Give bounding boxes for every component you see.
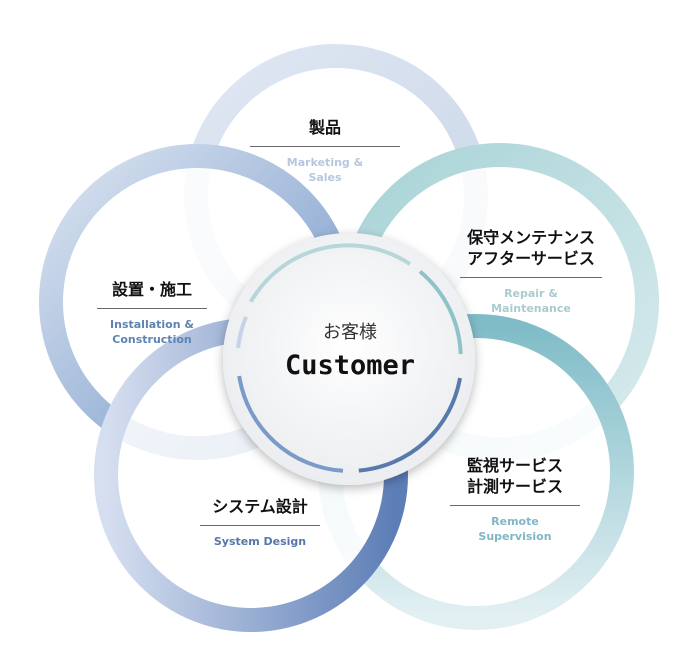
node-products: 製品 Marketing & Sales	[250, 117, 400, 185]
node-system-divider	[200, 525, 320, 526]
node-installation-ja: 設置・施工	[111, 280, 192, 299]
node-system-en: System Design	[213, 535, 307, 548]
center-label-ja: お客様	[323, 322, 377, 343]
node-supervision-divider	[450, 505, 580, 506]
center-arc-right-top	[418, 269, 463, 355]
node-products-ja: 製品	[308, 118, 341, 137]
center-arc-right-bottom	[358, 377, 462, 473]
center-arc-left	[236, 316, 248, 349]
node-supervision-en: Remote Supervision	[478, 515, 552, 543]
center-arc-top	[249, 243, 412, 303]
node-installation-en: Installation & Construction	[110, 318, 194, 346]
node-installation: 設置・施工 Installation & Construction	[97, 279, 207, 347]
node-maintenance-en: Repair & Maintenance	[491, 287, 571, 315]
node-supervision-ja: 監視サービス 計測サービス	[466, 456, 563, 496]
center-arc-bottom-left	[237, 375, 344, 473]
center-label: お客様 Customer	[230, 318, 470, 381]
node-system: システム設計 System Design	[200, 496, 320, 549]
node-system-ja: システム設計	[212, 497, 308, 516]
node-products-divider	[250, 146, 400, 147]
node-maintenance-ja: 保守メンテナンス アフターサービス	[467, 228, 595, 268]
node-products-en: Marketing & Sales	[286, 156, 364, 184]
node-maintenance-divider	[460, 277, 602, 278]
node-maintenance: 保守メンテナンス アフターサービス Repair & Maintenance	[460, 227, 602, 316]
center-label-en: Customer	[284, 350, 416, 381]
node-installation-divider	[97, 308, 207, 309]
center-disc	[223, 233, 475, 485]
node-supervision: 監視サービス 計測サービス Remote Supervision	[450, 455, 580, 544]
